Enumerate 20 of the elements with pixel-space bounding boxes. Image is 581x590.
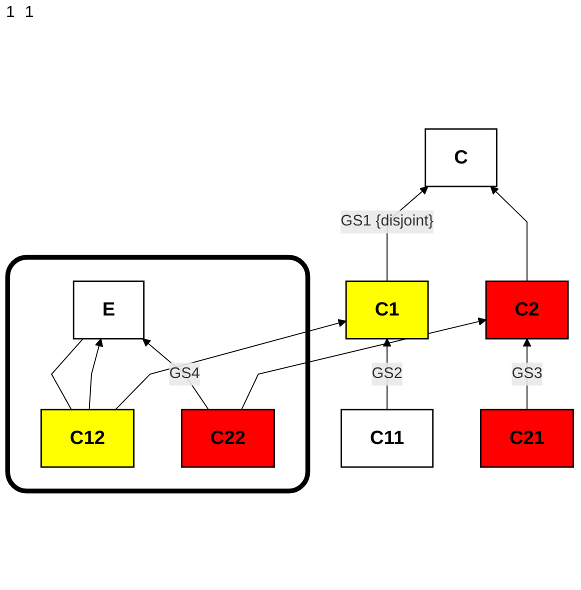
arrow [88, 338, 104, 410]
cluster [5, 254, 310, 494]
node-box: C2 [485, 280, 569, 340]
node-box: C22 [180, 408, 275, 468]
arrow [115, 319, 346, 410]
node-box: C11 [340, 408, 434, 468]
node-box: E [72, 280, 145, 340]
edge-label: GS4 [169, 366, 200, 382]
arrow [490, 186, 528, 282]
multiplicity-label: 1 [24, 4, 34, 21]
edge-label: GS1 {disjoint} [340, 213, 434, 230]
multiplicity-label: 1 [6, 4, 15, 21]
arrow [142, 338, 209, 410]
edge-label: GS2 [372, 366, 402, 382]
node-box: C1 [345, 280, 429, 340]
node-box: C [424, 128, 498, 188]
node-box: C21 [480, 408, 574, 468]
node-box: C12 [40, 408, 134, 468]
edge-label: GS3 [512, 366, 542, 382]
connector [50, 338, 84, 410]
